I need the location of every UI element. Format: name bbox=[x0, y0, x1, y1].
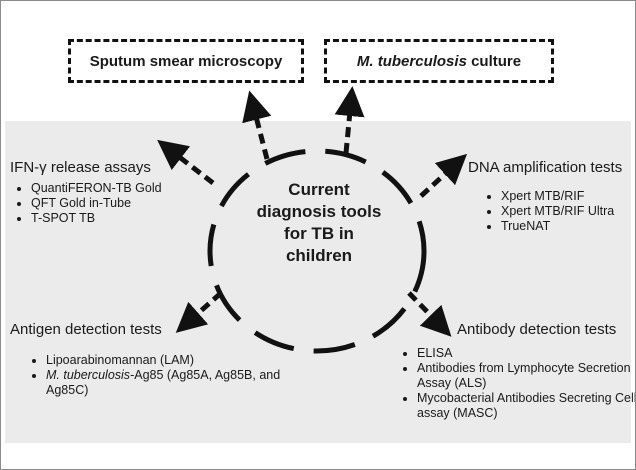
antibody-title: Antibody detection tests bbox=[457, 321, 617, 338]
arrow-to-ifn bbox=[157, 139, 215, 185]
dashed-circle bbox=[207, 148, 427, 354]
box-label: culture bbox=[466, 52, 522, 70]
list-item: QuantiFERON-TB Gold bbox=[31, 181, 162, 196]
list-item: Antibodies from Lymphocyte Secretion Ass… bbox=[417, 361, 635, 391]
list-item: Mycobacterial Antibodies Secreting Cells… bbox=[417, 391, 635, 421]
antigen-list: Lipoarabinomannan (LAM) M. tuberculosis-… bbox=[26, 353, 316, 398]
box-sputum-smear: Sputum smear microscopy bbox=[68, 39, 304, 83]
list-item: Xpert MTB/RIF bbox=[501, 189, 614, 204]
center-line: for TB in bbox=[284, 224, 354, 243]
center-line: children bbox=[285, 246, 353, 265]
list-item: TrueNAT bbox=[501, 219, 614, 234]
center-line: diagnosis tools bbox=[256, 202, 382, 221]
ifn-title: IFN-γ release assays bbox=[10, 159, 151, 176]
list-item: ELISA bbox=[417, 346, 635, 361]
antigen-title: Antigen detection tests bbox=[10, 321, 162, 338]
dna-list: Xpert MTB/RIF Xpert MTB/RIF Ultra TrueNA… bbox=[481, 189, 614, 234]
arrow-to-culture bbox=[334, 86, 365, 154]
arrow-to-antigen bbox=[175, 291, 223, 333]
text: -Ag85 (Ag85A, Ag85B, and Ag85C) bbox=[46, 368, 281, 397]
list-item: Lipoarabinomannan (LAM) bbox=[46, 353, 316, 368]
center-title: Current diagnosis tools for TB in childr… bbox=[239, 179, 399, 267]
antibody-list: ELISA Antibodies from Lymphocyte Secreti… bbox=[397, 346, 635, 421]
list-item: T-SPOT TB bbox=[31, 211, 162, 226]
list-item: Xpert MTB/RIF Ultra bbox=[501, 204, 614, 219]
ifn-list: QuantiFERON-TB Gold QFT Gold in-Tube T-S… bbox=[11, 181, 162, 226]
box-culture: M. tuberculosis culture bbox=[324, 39, 554, 83]
background-panel bbox=[5, 121, 631, 443]
box-label: Sputum smear microscopy bbox=[89, 52, 283, 70]
italic-text: M. tuberculosis bbox=[46, 368, 131, 382]
dna-title: DNA amplification tests bbox=[468, 159, 623, 176]
list-item: QFT Gold in-Tube bbox=[31, 196, 162, 211]
center-line: Current bbox=[288, 180, 350, 199]
box-label-italic: M. tuberculosis bbox=[356, 52, 467, 70]
arrow-to-sputum bbox=[242, 90, 272, 160]
list-item: M. tuberculosis-Ag85 (Ag85A, Ag85B, and … bbox=[46, 368, 316, 398]
arrow-to-dna bbox=[419, 153, 468, 198]
arrow-to-antibody bbox=[407, 291, 452, 337]
